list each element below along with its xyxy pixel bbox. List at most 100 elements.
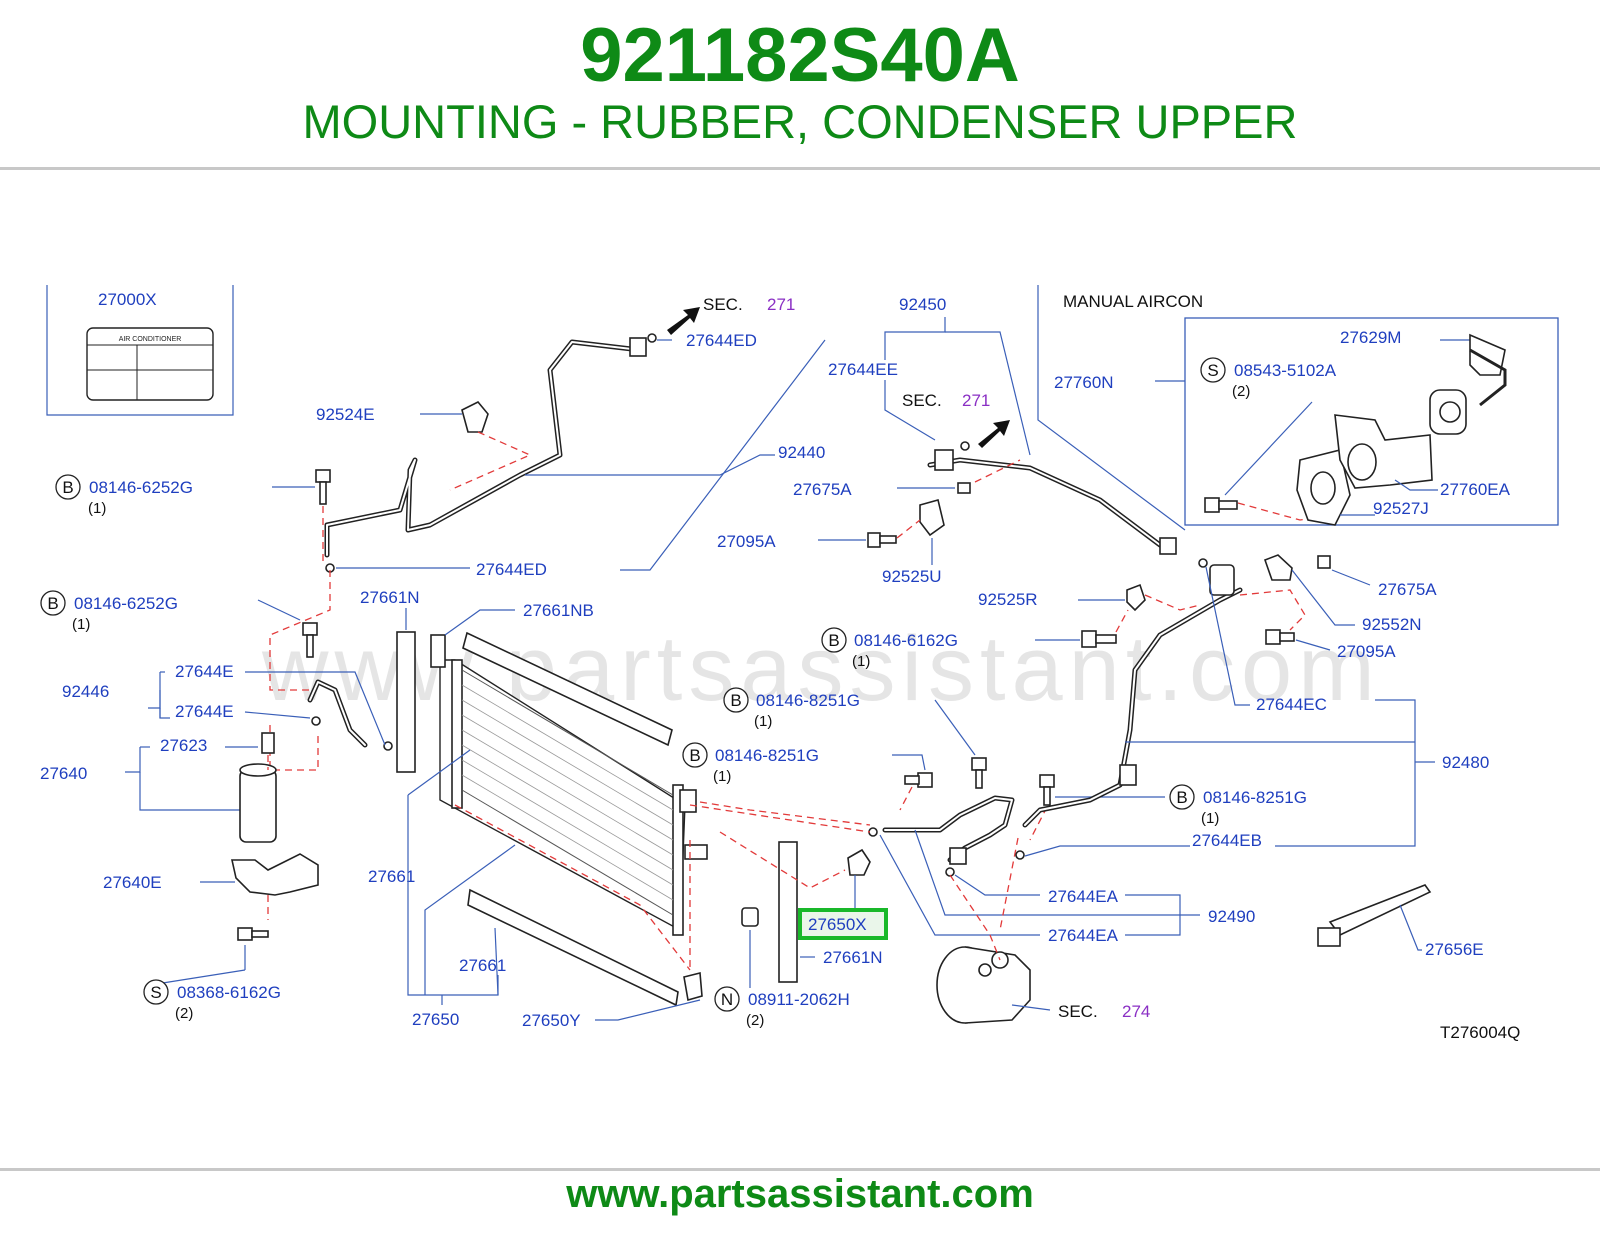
callout-08146-8251G-a[interactable]: 08146-8251G: [756, 691, 860, 710]
callout-27644EA-a[interactable]: 27644EA: [1048, 887, 1119, 906]
bolt-08146-8251G-c[interactable]: [1039, 774, 1055, 806]
callout-08146-6252G-a[interactable]: 08146-6252G: [89, 478, 193, 497]
callout-92552N[interactable]: 92552N: [1362, 615, 1422, 634]
callout-27095A-b[interactable]: 27095A: [1337, 642, 1396, 661]
ac-label-text: AIR CONDITIONER: [119, 336, 182, 343]
clip-92525R[interactable]: [1126, 583, 1146, 612]
callout-27675A-a[interactable]: 27675A: [793, 480, 852, 499]
qty-b6: (1): [1201, 810, 1219, 827]
marker-n: N: [721, 990, 733, 1009]
callout-27661-left[interactable]: 27661: [368, 867, 415, 886]
callout-27644ED-mid[interactable]: 27644ED: [476, 560, 547, 579]
callout-27644ED-top[interactable]: 27644ED: [686, 331, 757, 350]
sensor-27629M[interactable]: [1429, 333, 1507, 435]
callout-27650X[interactable]: 27650X: [808, 915, 867, 934]
o-ring: [868, 827, 878, 837]
bolt-08146-6162G[interactable]: [1081, 630, 1117, 648]
callout-27644EC[interactable]: 27644EC: [1256, 695, 1327, 714]
callout-27675A-b[interactable]: 27675A: [1378, 580, 1437, 599]
seal-27661NB[interactable]: [430, 631, 673, 747]
seal-27661N-top[interactable]: [396, 631, 416, 773]
sec-271-top[interactable]: 271: [767, 295, 795, 314]
callout-27644EA-b[interactable]: 27644EA: [1048, 926, 1119, 945]
callout-92490[interactable]: 92490: [1208, 907, 1255, 926]
callout-08368-6162G[interactable]: 08368-6162G: [177, 983, 281, 1002]
callout-27095A-a[interactable]: 27095A: [717, 532, 776, 551]
callout-92525R[interactable]: 92525R: [978, 590, 1038, 609]
callout-92446[interactable]: 92446: [62, 682, 109, 701]
bolt-08146-8251G-b[interactable]: [904, 772, 933, 788]
hose-92490[interactable]: [882, 795, 1015, 865]
ac-label-sticker[interactable]: AIR CONDITIONER: [86, 327, 214, 401]
bolt-27675A-b[interactable]: [1317, 555, 1331, 569]
callout-92480[interactable]: 92480: [1442, 753, 1489, 772]
callout-08146-6162G[interactable]: 08146-6162G: [854, 631, 958, 650]
callout-08146-6252G-b[interactable]: 08146-6252G: [74, 594, 178, 613]
receiver-drier-27640[interactable]: [239, 763, 277, 843]
marker-b: B: [730, 691, 741, 710]
callout-27760N[interactable]: 27760N: [1054, 373, 1114, 392]
bolt-08146-6252G-b[interactable]: [302, 622, 318, 658]
bracket-27650Y[interactable]: [683, 971, 703, 1002]
bracket-92525U[interactable]: [919, 499, 945, 537]
bracket-27760EA[interactable]: [1334, 414, 1433, 489]
condenser-27650[interactable]: [439, 659, 708, 936]
clip-92524E[interactable]: [461, 401, 489, 433]
callout-27760EA[interactable]: 27760EA: [1440, 480, 1511, 499]
callout-08911-2062H[interactable]: 08911-2062H: [748, 990, 850, 1009]
o-ring: [1198, 558, 1208, 568]
bolt-08146-6252G-a[interactable]: [315, 469, 331, 505]
bracket-92552N[interactable]: [1263, 554, 1293, 581]
callout-27644E-b[interactable]: 27644E: [175, 702, 234, 721]
qty-s2: (2): [1232, 383, 1250, 400]
callout-27640E[interactable]: 27640E: [103, 873, 162, 892]
callout-27000X[interactable]: 27000X: [98, 290, 157, 309]
callout-92527J[interactable]: 92527J: [1373, 499, 1429, 518]
callout-92525U[interactable]: 92525U: [882, 567, 942, 586]
callout-27656E[interactable]: 27656E: [1425, 940, 1484, 959]
bolt-27095A-b[interactable]: [1265, 629, 1295, 645]
bracket-27640E[interactable]: [231, 853, 319, 896]
callout-27661N-bottom[interactable]: 27661N: [823, 948, 883, 967]
callout-27640[interactable]: 27640: [40, 764, 87, 783]
compressor[interactable]: [936, 946, 1031, 1024]
callout-27644E-a[interactable]: 27644E: [175, 662, 234, 681]
hose-92480[interactable]: [1022, 564, 1243, 828]
screw-08543-5102A[interactable]: [1204, 497, 1238, 513]
footer-url[interactable]: www.partsassistant.com: [566, 1172, 1034, 1216]
callout-27644EB[interactable]: 27644EB: [1192, 831, 1262, 850]
hose-92450[interactable]: [927, 449, 1177, 555]
qty-b5: (1): [713, 768, 731, 785]
callout-92440[interactable]: 92440: [778, 443, 825, 462]
callout-08543-5102A[interactable]: 08543-5102A: [1234, 361, 1337, 380]
callout-92524E[interactable]: 92524E: [316, 405, 375, 424]
callout-08146-8251G-c[interactable]: 08146-8251G: [1203, 788, 1307, 807]
bolt-27675A-a[interactable]: [957, 482, 971, 494]
sec-label: SEC.: [902, 391, 942, 410]
seal-27661N-bottom[interactable]: [778, 841, 798, 983]
bolt-08146-8251G-a[interactable]: [971, 757, 987, 789]
marker-b: B: [1176, 788, 1187, 807]
nut-08911-2062H[interactable]: [741, 907, 759, 927]
callout-27661N-top[interactable]: 27661N: [360, 588, 420, 607]
callout-27629M[interactable]: 27629M: [1340, 328, 1401, 347]
callout-27661-bottom[interactable]: 27661: [459, 956, 506, 975]
mounting-27650X[interactable]: [847, 848, 871, 876]
switch-27623[interactable]: [261, 732, 275, 754]
callout-27623[interactable]: 27623: [160, 736, 207, 755]
sec-271-center[interactable]: 271: [962, 391, 990, 410]
pipe-92440[interactable]: [324, 337, 647, 558]
callout-27650[interactable]: 27650: [412, 1010, 459, 1029]
callout-27650Y[interactable]: 27650Y: [522, 1011, 581, 1030]
callout-27644EE[interactable]: 27644EE: [828, 360, 898, 379]
header-divider: [0, 167, 1600, 170]
callout-27661NB[interactable]: 27661NB: [523, 601, 594, 620]
bolt-08368-6162G[interactable]: [237, 927, 269, 941]
pipe-92446[interactable]: [307, 679, 368, 748]
seal-27661-bottom[interactable]: [467, 888, 679, 1007]
sec-274[interactable]: 274: [1122, 1002, 1150, 1021]
callout-08146-8251G-b[interactable]: 08146-8251G: [715, 746, 819, 765]
cable-tie-27656E[interactable]: [1317, 884, 1432, 947]
bolt-27095A-a[interactable]: [867, 532, 897, 548]
callout-92450[interactable]: 92450: [899, 295, 946, 314]
